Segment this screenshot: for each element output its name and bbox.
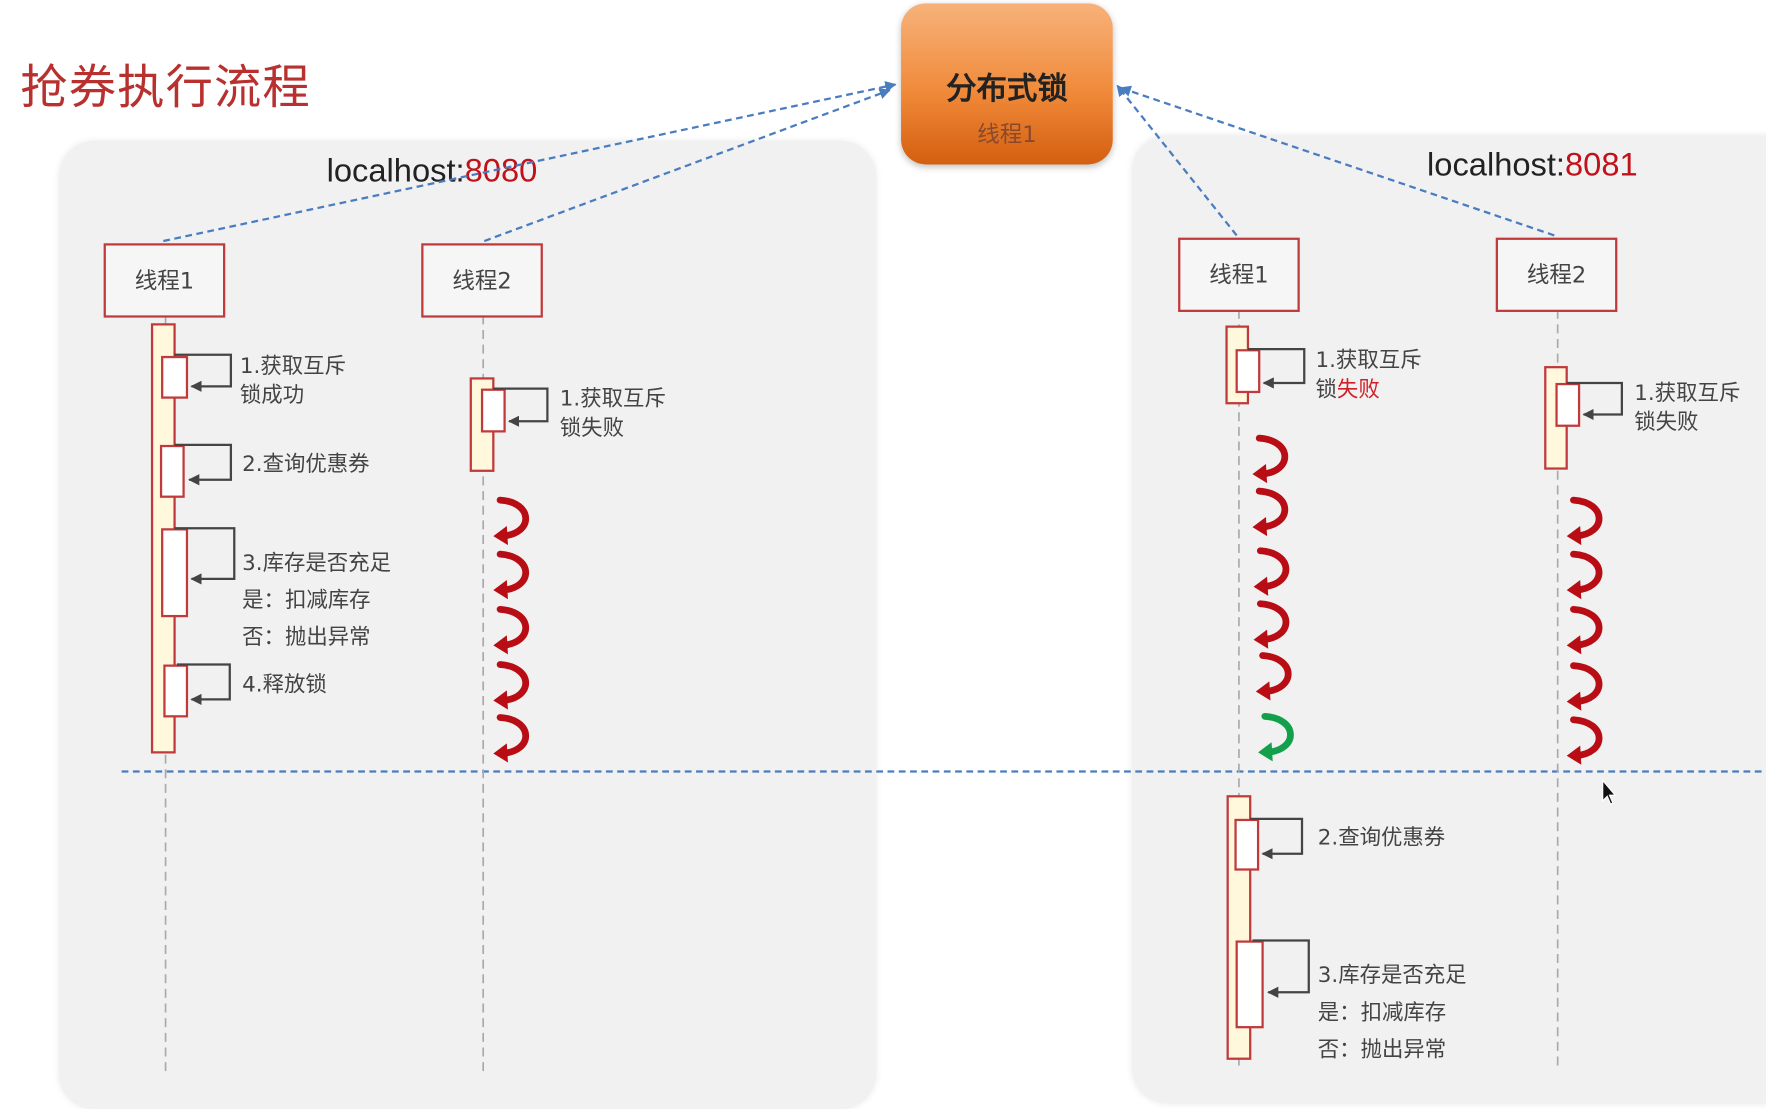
lock-holder: 线程1 (977, 120, 1037, 148)
port-text: 8080 (464, 153, 538, 190)
mouse-cursor-icon (1602, 778, 1617, 805)
self-call-arrow (1247, 348, 1306, 389)
self-call-arrow (174, 443, 233, 486)
step-text: 是：扣减库存 (1317, 1000, 1447, 1025)
step-text: 否：抛出异常 (242, 625, 371, 650)
retry-fail-icon (1254, 551, 1286, 596)
step-label: 1.获取互斥锁失败 (1634, 378, 1740, 437)
step-label: 2.查询优惠券 (242, 451, 370, 477)
step-text: 1.获取互斥 (239, 353, 346, 379)
retry-fail-icon (1567, 609, 1599, 654)
call-box (1555, 382, 1581, 427)
step-text: 1.获取互斥 (1634, 380, 1741, 406)
page-title: 抢券执行流程 (20, 59, 311, 115)
connector-8081-thread1 (1116, 84, 1238, 237)
step-text: 否：抛出异常 (1317, 1037, 1447, 1063)
call-box (480, 388, 506, 433)
call-box (163, 664, 189, 718)
lock-title: 分布式锁 (946, 72, 1068, 107)
retry-icons-8081-thread1 (1252, 438, 1290, 761)
port-text: 8081 (1565, 147, 1638, 184)
retry-fail-icon (493, 500, 525, 545)
self-call-arrow (1566, 381, 1623, 421)
step-label: 1.获取互斥锁失败 (560, 384, 666, 443)
call-box (161, 528, 189, 618)
diagram-lines (121, 81, 1766, 1072)
step-label: 1.获取互斥锁成功 (240, 351, 346, 410)
retry-fail-icon (493, 717, 525, 762)
self-call-arrow (174, 527, 236, 585)
call-box (1234, 818, 1260, 871)
retry-icons-8080-thread2 (493, 500, 525, 762)
step-text: 3.库存是否充足 (242, 550, 391, 576)
step-text: 锁失败 (1634, 409, 1699, 435)
retry-fail-icon (1252, 438, 1284, 483)
thread-8081-2: 线程2 (1495, 237, 1618, 312)
host-text: localhost: (326, 153, 465, 190)
self-call-arrow (493, 387, 549, 427)
step-text: 1.获取互斥 (1315, 348, 1422, 373)
retry-fail-icon (1252, 491, 1284, 536)
step-text: 锁失败 (1316, 375, 1422, 404)
retry-fail-icon (1567, 554, 1599, 599)
self-call-arrow (1252, 939, 1310, 998)
connector-8080-thread1 (163, 81, 897, 243)
retry-fail-icon (1254, 604, 1286, 649)
self-call-arrow (1250, 817, 1304, 860)
server-8081-label: localhost:8081 (1427, 148, 1638, 185)
thread-8081-1: 线程1 (1178, 237, 1300, 312)
step-label: 3.库存是否充足是：扣减库存否：抛出异常 (1318, 957, 1467, 1069)
step-text: 3.库存是否充足 (1317, 962, 1467, 988)
retry-fail-icon (1567, 500, 1599, 545)
step-label: 2.查询优惠券 (1317, 825, 1446, 851)
step-text: 锁成功 (239, 382, 305, 408)
retry-success-icon (1258, 716, 1290, 761)
retry-fail-icon (1256, 656, 1288, 701)
retry-fail-icon (1567, 666, 1599, 711)
retry-icons-8081-thread2 (1567, 500, 1599, 765)
diagram-canvas: 抢券执行流程 localhost:8080 localhost:8081 (20, 3, 1766, 1109)
self-call-arrow (176, 663, 231, 706)
step-label: 3.库存是否充足是：扣减库存否：抛出异常 (242, 545, 391, 657)
retry-fail-icon (493, 609, 525, 654)
call-box (159, 444, 185, 498)
call-box (1235, 349, 1261, 394)
connector-8080-thread2 (483, 88, 891, 243)
step-text: 锁 (1315, 377, 1337, 403)
connector-8081-thread2 (1119, 85, 1555, 237)
retry-fail-icon (493, 554, 525, 599)
step-label: 4.释放锁 (242, 672, 327, 698)
fail-text: 失败 (1336, 377, 1380, 403)
host-text: localhost: (1427, 147, 1566, 184)
call-box (161, 355, 189, 399)
step-text: 锁失败 (559, 415, 624, 441)
thread-8080-1: 线程1 (103, 243, 226, 318)
retry-fail-icon (1567, 720, 1599, 765)
retry-fail-icon (493, 665, 525, 710)
server-8080-label: localhost:8080 (327, 153, 538, 190)
step-label: 1.获取互斥锁失败 (1316, 346, 1422, 405)
step-text: 1.获取互斥 (559, 386, 666, 412)
thread-8080-2: 线程2 (421, 243, 543, 318)
self-call-arrow (174, 353, 233, 392)
step-text: 是：扣减库存 (242, 587, 371, 613)
distributed-lock-box: 分布式锁 线程1 (901, 3, 1113, 165)
call-box (1235, 940, 1264, 1029)
